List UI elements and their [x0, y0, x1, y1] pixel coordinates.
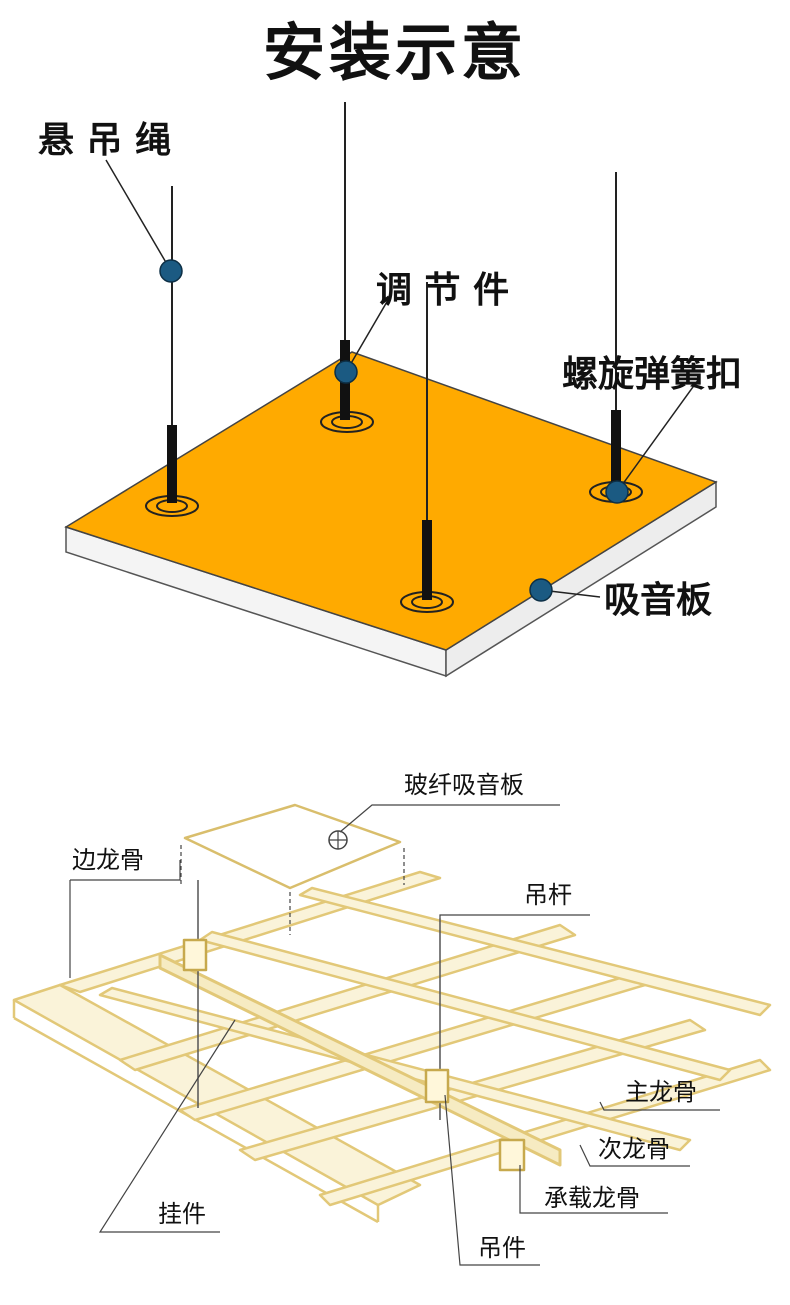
leader-suspension-piece — [444, 1094, 540, 1266]
leader-bearing-keel — [519, 1165, 668, 1214]
back-edge-keel — [58, 870, 442, 994]
label-suspension-piece: 吊件 — [478, 1234, 526, 1262]
leader-secondary-keel — [579, 1144, 690, 1167]
secondary-keel-2 — [198, 930, 732, 1082]
label-rope: 悬 吊 绳 — [38, 120, 171, 161]
label-bearing-keel: 承载龙骨 — [544, 1184, 640, 1212]
label-panel: 吸音板 — [604, 580, 712, 621]
leader-adjuster — [345, 299, 389, 373]
page-title: 安装示意 — [262, 16, 527, 89]
suspended-panel-diagram: 悬 吊 绳 调 节 件 螺旋弹簧扣 吸音板 — [38, 102, 742, 678]
marker-panel — [529, 578, 553, 602]
leader-edge-keel — [70, 860, 181, 881]
label-hanger-piece: 挂件 — [158, 1200, 206, 1228]
panel-top-face — [64, 351, 718, 651]
main-keel-3 — [238, 1018, 707, 1162]
secondary-keel-1 — [98, 986, 692, 1152]
leader-spring-clip — [616, 379, 699, 493]
label-secondary-keel: 次龙骨 — [598, 1135, 670, 1163]
panel-marker — [328, 830, 348, 850]
label-spring-clip: 螺旋弹簧扣 — [562, 354, 742, 395]
leader-main-keel — [599, 1101, 720, 1111]
label-hanger-rod: 吊杆 — [524, 881, 572, 909]
main-keel-1 — [118, 923, 577, 1072]
label-main-keel: 主龙骨 — [625, 1078, 697, 1106]
bearing-keel — [158, 953, 562, 1167]
label-fiberglass-panel: 玻纤吸音板 — [404, 771, 524, 799]
leader-hanger-rod — [439, 914, 590, 918]
adjuster-right — [611, 410, 621, 490]
hanger-clip-3 — [498, 1138, 526, 1172]
fiberglass-panel — [183, 803, 402, 890]
adjuster-front — [422, 520, 432, 600]
secondary-keel-3 — [298, 886, 772, 1017]
adjuster-left — [167, 425, 177, 503]
hanger-clip-2 — [424, 1068, 450, 1104]
main-keel-2 — [178, 973, 647, 1122]
leader-fiberglass — [339, 804, 560, 833]
leader-rope — [105, 159, 172, 272]
main-keel-4 — [318, 1058, 772, 1207]
marker-spring-clip — [605, 480, 629, 504]
edge-keel — [12, 983, 422, 1207]
marker-rope — [159, 259, 183, 283]
marker-adjuster — [334, 360, 358, 384]
leader-hanger-piece — [98, 1019, 236, 1233]
label-adjuster: 调 节 件 — [376, 270, 509, 311]
hanger-clip-1 — [182, 938, 208, 972]
label-edge-keel: 边龙骨 — [72, 846, 144, 874]
